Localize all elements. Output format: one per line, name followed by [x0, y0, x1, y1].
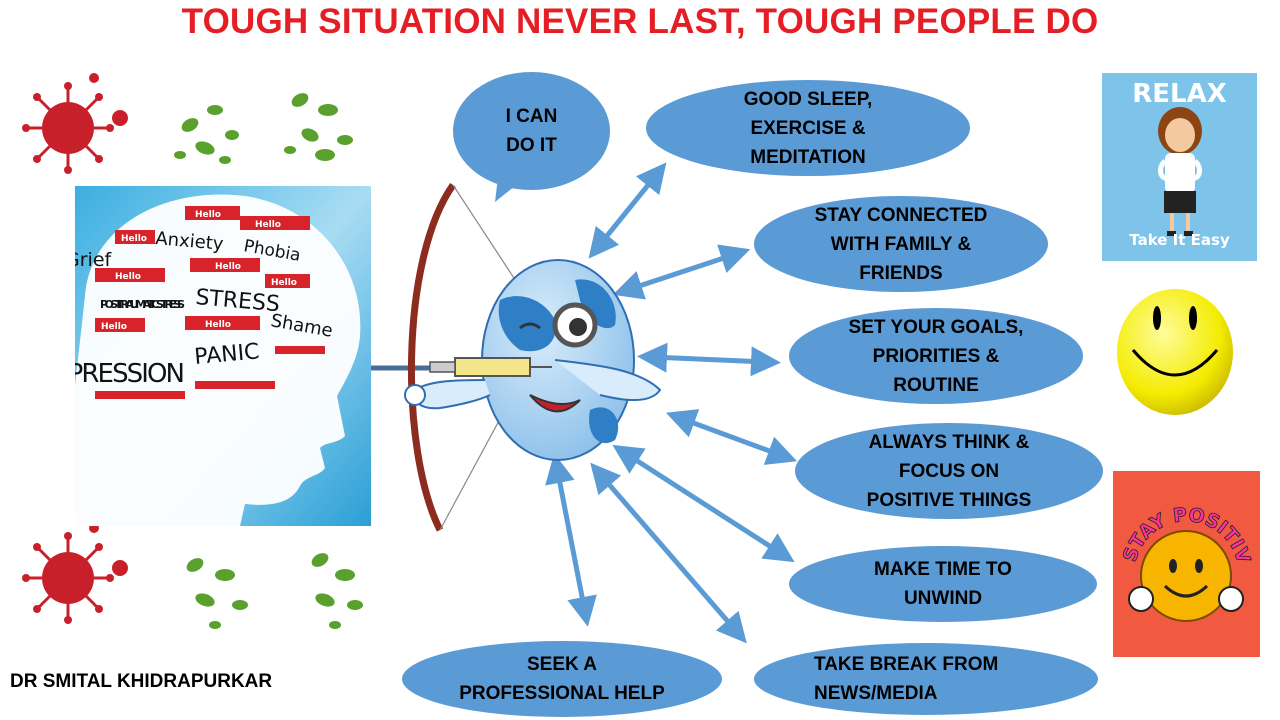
tip-good-sleep: GOOD SLEEP, EXERCISE & MEDITATION [646, 80, 970, 176]
germ-cluster-icon [284, 93, 353, 161]
connector-arrows [545, 162, 798, 644]
arrow-to-goals [637, 342, 781, 377]
tip-think-positive: ALWAYS THINK & FOCUS ON POSITIVE THINGS [795, 423, 1103, 519]
globe-character-icon [404, 259, 662, 461]
svg-text:Hello: Hello [101, 322, 127, 332]
stay-positive-image: STAY POSITIVE [1113, 471, 1260, 657]
germ-cluster-icon [174, 105, 239, 164]
hello-tag: Hello [195, 210, 221, 220]
relax-subtitle: Take It Easy [1129, 231, 1230, 249]
stress-head-image: Hello Hello Hello Hello Hello Hello Hell… [75, 186, 371, 526]
word-post-traumatic-stress: POST-TRAUMATIC STRESS [100, 298, 185, 311]
smiley-face-icon [1117, 289, 1233, 415]
tip-set-goals: SET YOUR GOALS, PRIORITIES & ROUTINE [789, 308, 1083, 404]
arrow-to-connected [612, 244, 751, 300]
germ-cluster-icon [186, 558, 248, 629]
virus-red-icon [22, 523, 128, 624]
tip-stay-connected: STAY CONNECTED WITH FAMILY & FRIENDS [754, 196, 1048, 292]
tip-text: SET YOUR GOALS, PRIORITIES & ROUTINE [848, 316, 1024, 396]
svg-text:Hello: Hello [115, 272, 141, 282]
tip-make-time: MAKE TIME TO UNWIND [789, 546, 1097, 622]
speech-bubble: I CAN DO IT [453, 72, 610, 190]
virus-red-icon [22, 73, 128, 174]
svg-text:Hello: Hello [271, 278, 297, 288]
svg-text:Hello: Hello [215, 262, 241, 272]
tip-text: SEEK A PROFESSIONAL HELP [459, 654, 665, 704]
arrow-to-positive [665, 409, 798, 465]
word-depression: DEPRESSION [75, 359, 185, 389]
relax-image: RELAX Take It Easy [1102, 73, 1257, 261]
tip-text: TAKE BREAK FROM NEWS/MEDIA [814, 654, 999, 704]
author-credit: DR SMITAL KHIDRAPURKAR [10, 671, 273, 692]
arrow-to-sleep [588, 162, 667, 259]
speech-bubble-text: I CAN DO IT [505, 106, 558, 156]
arrow-to-help [545, 453, 597, 627]
stay-positive-icon: STAY POSITIVE [1113, 471, 1255, 622]
tip-take-break: TAKE BREAK FROM NEWS/MEDIA [754, 643, 1098, 715]
tip-text: MAKE TIME TO UNWIND [874, 559, 1012, 609]
svg-text:Hello: Hello [121, 234, 147, 244]
svg-text:Hello: Hello [255, 220, 281, 230]
germ-cluster-icon [311, 553, 363, 629]
arrow-to-news [590, 462, 747, 644]
arrow-to-unwind [612, 444, 795, 563]
slide-title: TOUGH SITUATION NEVER LAST, TOUGH PEOPLE… [181, 2, 1099, 41]
svg-text:Hello: Hello [205, 320, 231, 330]
word-panic: PANIC [193, 339, 260, 370]
woman-relaxing-icon [1157, 107, 1203, 236]
tip-text: ALWAYS THINK & FOCUS ON POSITIVE THINGS [866, 431, 1032, 511]
relax-title: RELAX [1132, 79, 1227, 109]
tip-seek-help: SEEK A PROFESSIONAL HELP [402, 641, 722, 717]
tip-text: STAY CONNECTED WITH FAMILY & FRIENDS [814, 204, 988, 284]
word-grief: Grief [75, 249, 113, 271]
tip-text: GOOD SLEEP, EXERCISE & MEDITATION [743, 88, 873, 168]
